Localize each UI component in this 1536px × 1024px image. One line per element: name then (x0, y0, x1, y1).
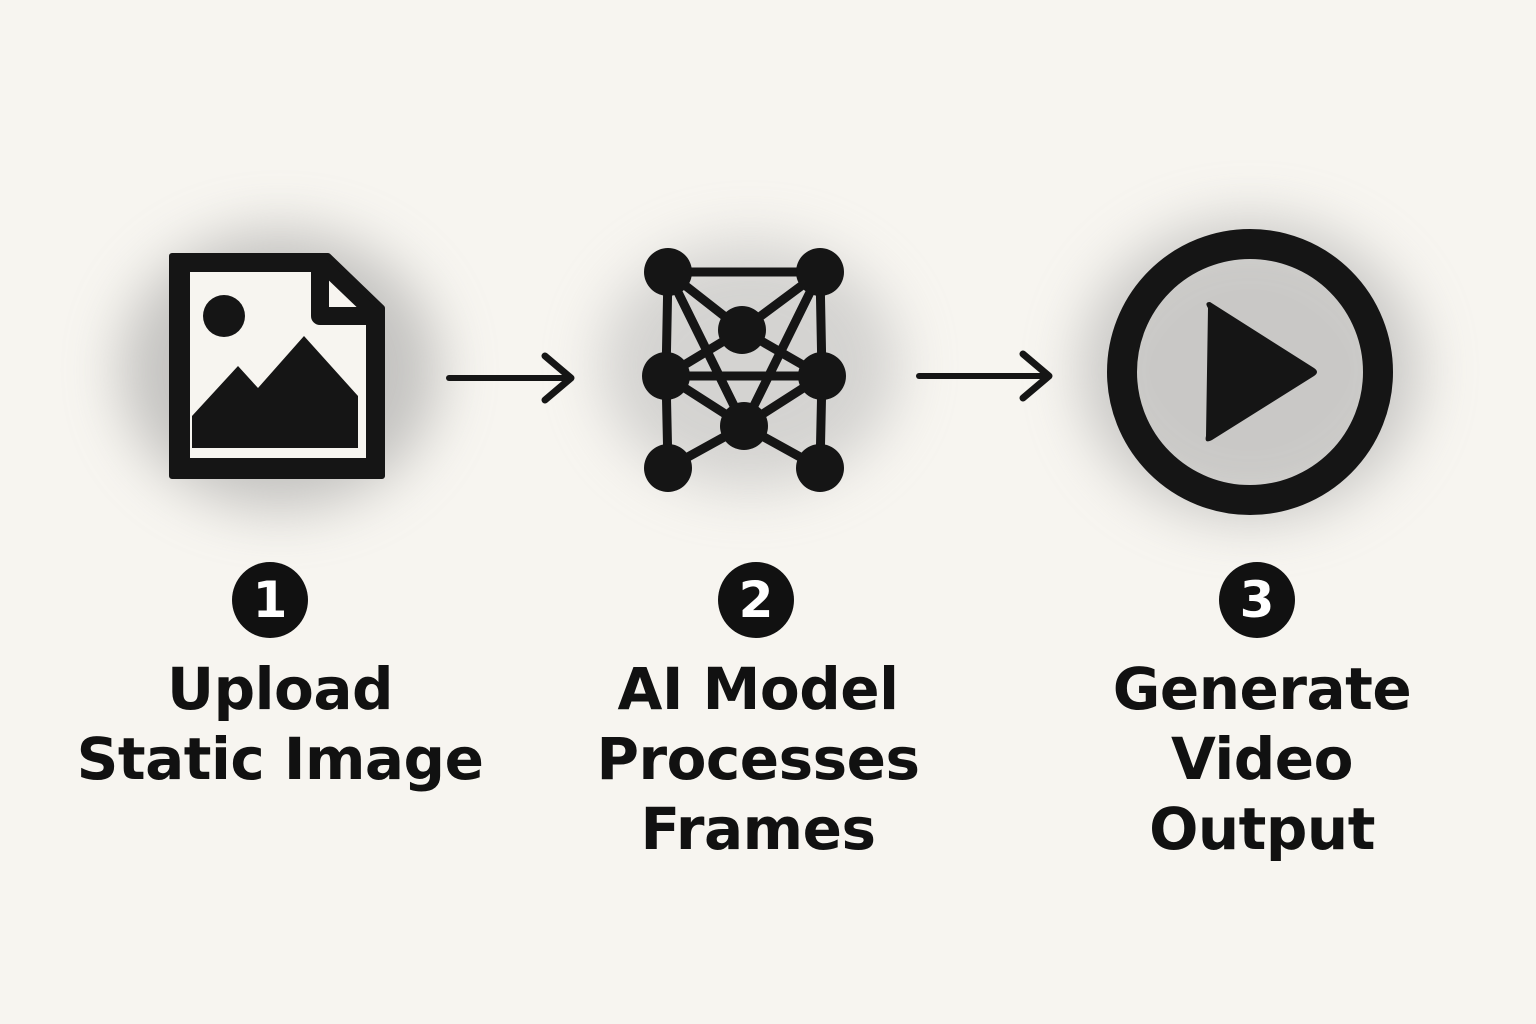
step-3-label: Generate Video Output (1112, 655, 1412, 863)
step-2-label: AI Model Processes Frames (596, 655, 920, 863)
step-3-number-badge: 3 (1219, 562, 1295, 638)
image-file-icon (160, 250, 390, 490)
arrow-right-icon (445, 350, 580, 406)
arrow-right-icon (915, 348, 1060, 404)
step-2-number-badge: 2 (718, 562, 794, 638)
step-1-number-badge: 1 (232, 562, 308, 638)
play-circle-icon (1100, 222, 1400, 522)
step-1-label: Upload Static Image (76, 655, 484, 793)
neural-network-icon (636, 246, 856, 500)
